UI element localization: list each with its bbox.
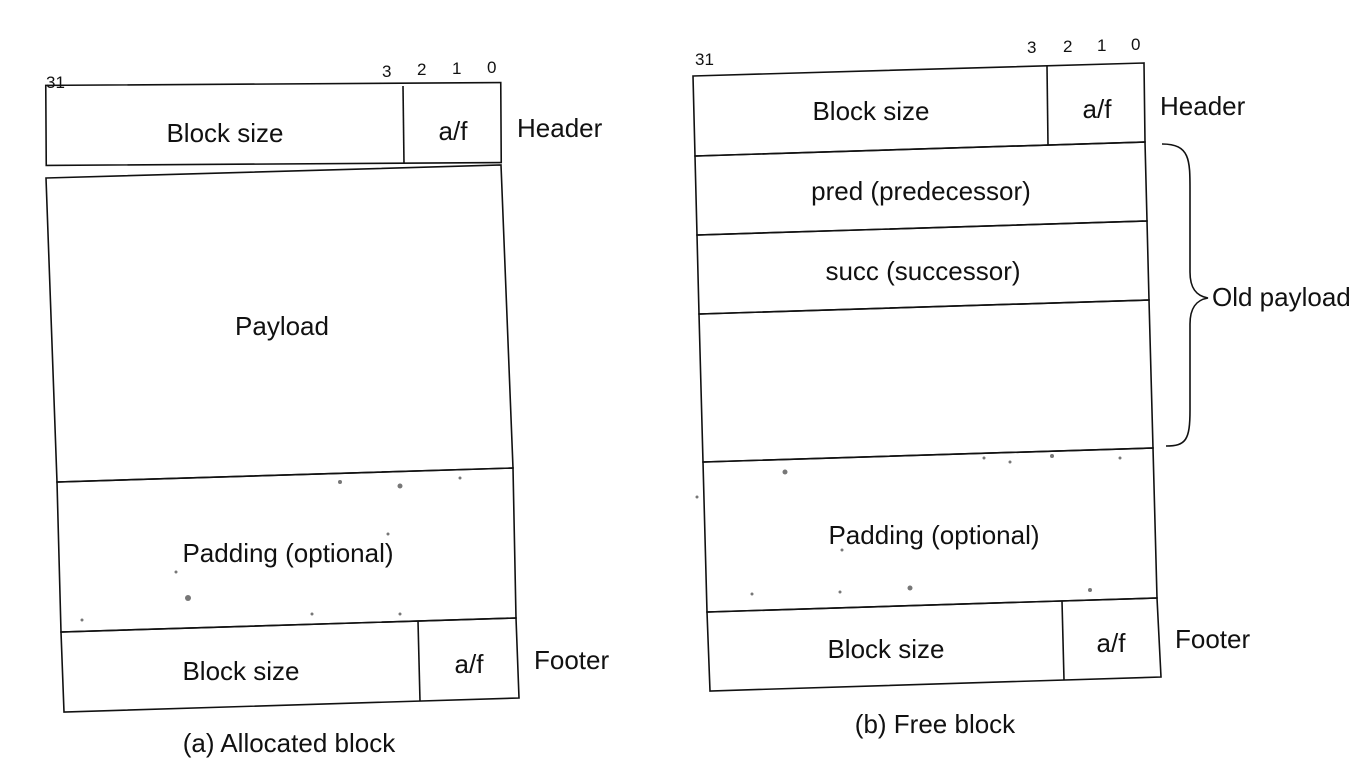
free-footer-flags: a/f xyxy=(1097,628,1127,658)
bit-0-label: 0 xyxy=(487,58,496,77)
allocated-footer-flags: a/f xyxy=(455,649,485,679)
allocated-header-block-size: Block size xyxy=(166,118,283,148)
free-footer-row xyxy=(706,597,1162,692)
free-footer-side-label: Footer xyxy=(1175,624,1250,654)
free-old-payload-remainder xyxy=(698,299,1154,463)
bit-31-label: 31 xyxy=(46,73,65,92)
free-bit-31-label: 31 xyxy=(695,50,714,69)
bit-2-label: 2 xyxy=(417,60,426,79)
allocated-header-flags: a/f xyxy=(439,116,469,146)
free-footer-divider xyxy=(1061,600,1065,681)
allocated-footer-block-size: Block size xyxy=(182,656,299,686)
free-padding-label: Padding (optional) xyxy=(828,520,1039,550)
free-block-caption: (b) Free block xyxy=(855,709,1016,739)
free-footer-block-size: Block size xyxy=(827,634,944,664)
allocated-block-caption: (a) Allocated block xyxy=(183,728,396,758)
free-header-block-size: Block size xyxy=(812,96,929,126)
allocated-footer-side-label: Footer xyxy=(534,645,609,675)
free-bit-3-label: 3 xyxy=(1027,38,1036,57)
old-payload-label: Old payload xyxy=(1212,282,1351,312)
allocated-payload-label: Payload xyxy=(235,311,329,341)
allocated-padding-label: Padding (optional) xyxy=(182,538,393,568)
free-header-divider xyxy=(1046,65,1049,146)
allocated-block: 31 3 2 1 0 Block size a/f Header Payload… xyxy=(44,58,609,758)
free-bit-0-label: 0 xyxy=(1131,35,1140,54)
free-header-side-label: Header xyxy=(1160,91,1246,121)
free-pred-label: pred (predecessor) xyxy=(811,176,1031,206)
allocated-footer-row xyxy=(60,617,520,713)
old-payload-brace xyxy=(1161,143,1209,447)
free-padding-specks xyxy=(695,454,1122,596)
free-header-flags: a/f xyxy=(1083,94,1113,124)
free-bit-1-label: 1 xyxy=(1097,36,1106,55)
allocated-padding-specks xyxy=(80,476,462,622)
allocated-header-divider xyxy=(402,85,405,165)
bit-3-label: 3 xyxy=(382,62,391,81)
allocated-header-side-label: Header xyxy=(517,113,603,143)
free-succ-label: succ (successor) xyxy=(825,256,1020,286)
allocated-footer-divider xyxy=(417,620,421,702)
bit-1-label: 1 xyxy=(452,59,461,78)
allocated-header-row xyxy=(44,81,503,167)
free-block: 31 3 2 1 0 Block size a/f Header pred (p… xyxy=(692,35,1351,739)
free-bit-2-label: 2 xyxy=(1063,37,1072,56)
